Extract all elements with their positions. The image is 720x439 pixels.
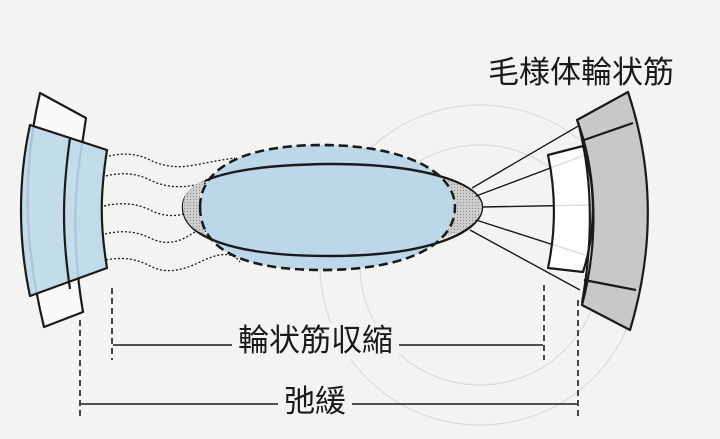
right-muscle-contracted [546,144,594,274]
ciliary-muscle-label: 毛様体輪状筋 [488,55,674,91]
lens-left-pole [183,180,206,235]
zonule-fibers [103,153,241,272]
right-ciliary-muscle [546,90,649,332]
lens [181,143,484,272]
left-ciliary-muscle [19,91,109,329]
relaxation-label: 弛緩 [278,384,352,420]
lens-right-pole [440,178,482,238]
contraction-label: 輪状筋収縮 [232,323,399,359]
